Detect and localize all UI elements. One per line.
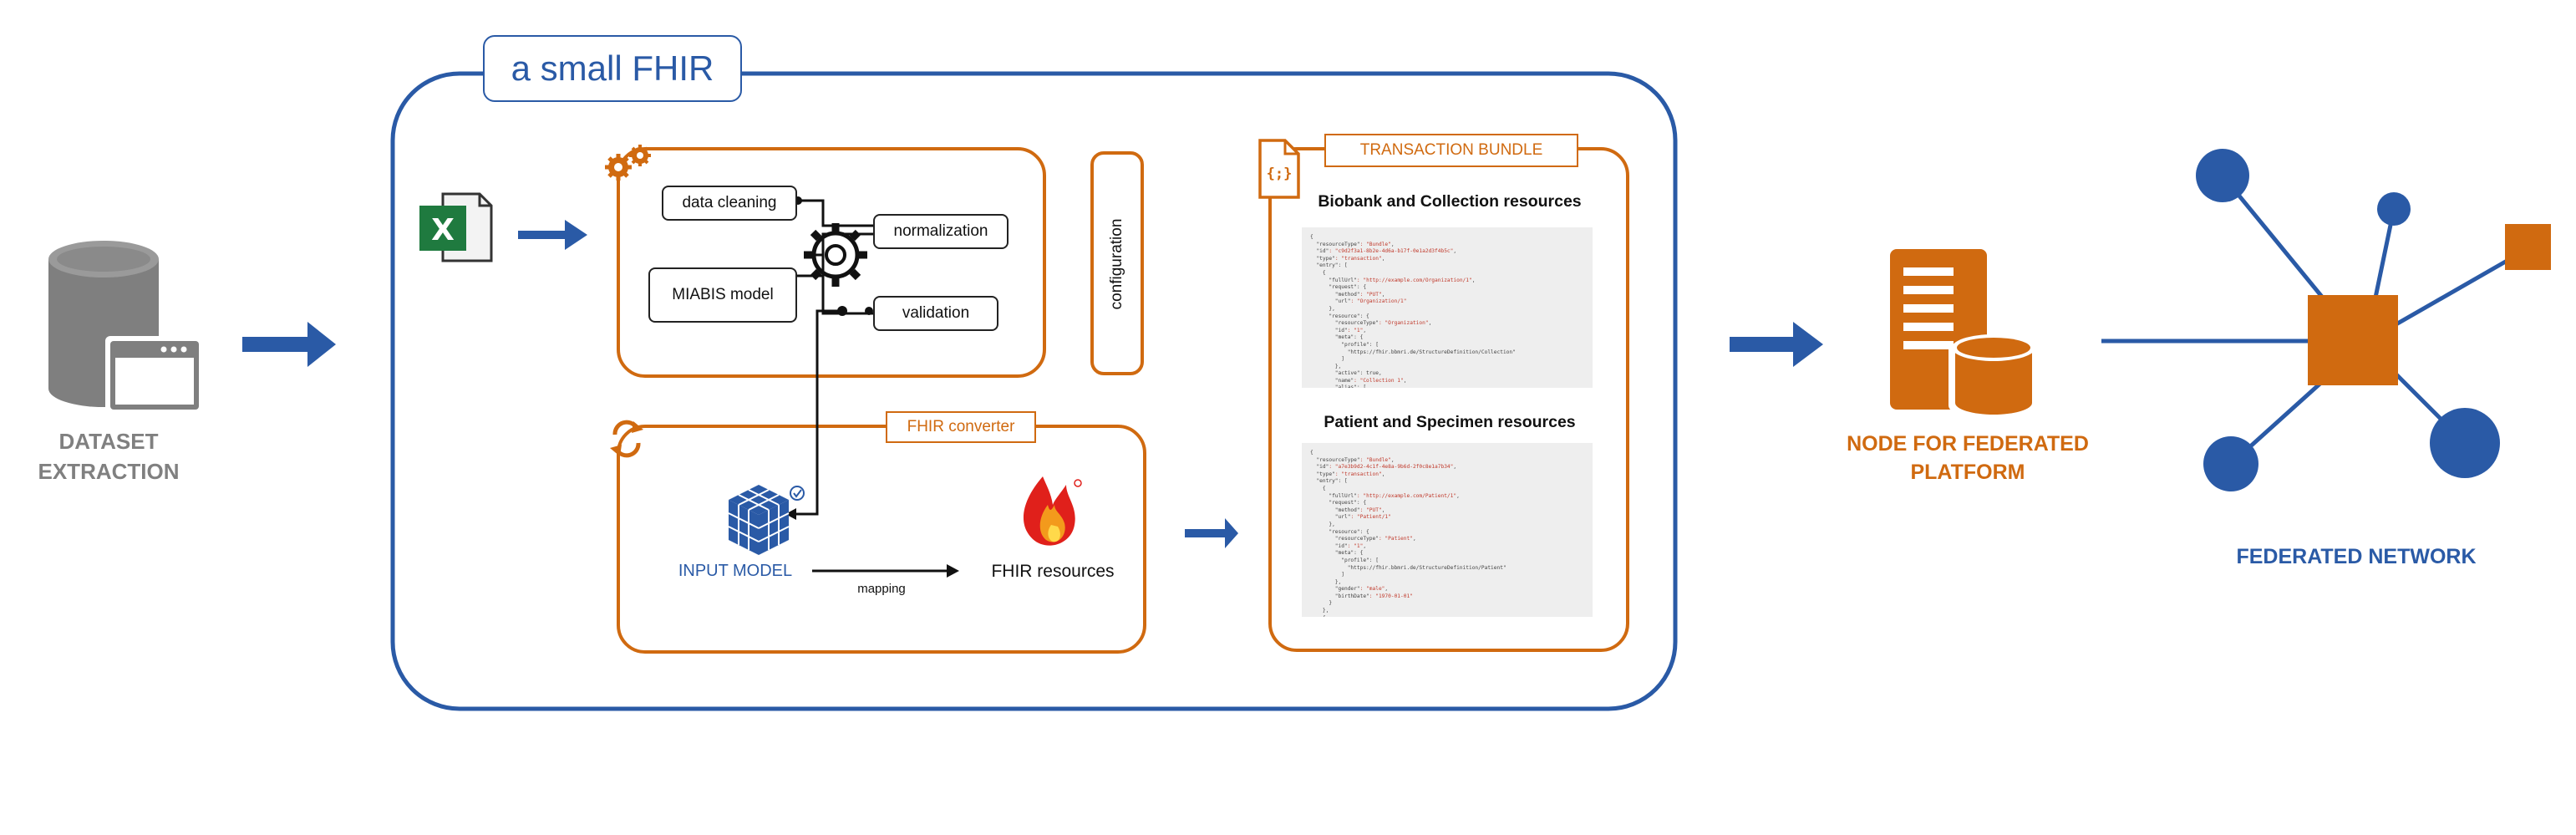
code-line: "resource": { bbox=[1310, 528, 1369, 535]
code-line: "alias": [ bbox=[1310, 384, 1367, 388]
code-line: { bbox=[1310, 615, 1584, 617]
code-line: }, bbox=[1310, 305, 1335, 312]
code-line: "type": "transaction", bbox=[1310, 255, 1385, 262]
code-line: "fullUrl": "http://example.com/Organizat… bbox=[1310, 277, 1476, 283]
biobank-json-code: { "resourceType": "Bundle", "id": "c9d2f… bbox=[1302, 227, 1593, 388]
network-graph-icon bbox=[2196, 149, 2551, 491]
fhir-flame-icon bbox=[1023, 476, 1082, 546]
code-line: "resourceType": "Patient", bbox=[1310, 536, 1416, 542]
federated-network-label: FEDERATED NETWORK bbox=[2236, 545, 2477, 568]
code-line: "id": "c9d2f3a1-8b2e-4d6a-b17f-0e1a2d3f4… bbox=[1310, 248, 1457, 255]
code-line: } bbox=[1310, 600, 1333, 607]
server-database-icon bbox=[1890, 249, 2039, 420]
code-line: { bbox=[1310, 450, 1313, 456]
code-line: "request": { bbox=[1310, 500, 1367, 507]
code-line: }, bbox=[1310, 608, 1329, 614]
code-line: ] bbox=[1310, 572, 1344, 578]
input-model-cube-icon bbox=[728, 485, 790, 555]
code-line: "id": "a7e3b9d2-4c1f-4e8a-9b6d-2f0c8e1a7… bbox=[1310, 464, 1457, 471]
biobank-resources-title: Biobank and Collection resources bbox=[1318, 192, 1582, 211]
svg-text:X: X bbox=[431, 213, 455, 247]
code-line: "https://fhir.bbmri.de/StructureDefiniti… bbox=[1310, 564, 1506, 571]
gears-icon bbox=[605, 145, 651, 181]
check-badge-icon bbox=[790, 486, 805, 501]
normalization-box: normalization bbox=[873, 214, 1009, 249]
database-window-icon bbox=[48, 241, 204, 415]
arrow-excel-to-processing bbox=[518, 220, 587, 250]
gear-icon bbox=[804, 223, 867, 287]
code-line: "method": "PUT", bbox=[1310, 291, 1385, 298]
svg-text:{;}: {;} bbox=[1267, 165, 1293, 182]
code-line: "gender": "male", bbox=[1310, 586, 1389, 593]
code-line: "entry": [ bbox=[1310, 478, 1348, 485]
code-line: "birthDate": "1970-01-01" bbox=[1310, 593, 1413, 599]
dataset-extraction-label: DATASET EXTRACTION bbox=[38, 429, 180, 484]
code-line: "resourceType": "Bundle", bbox=[1310, 241, 1395, 247]
json-file-icon: {;} bbox=[1258, 139, 1300, 199]
validation-box: validation bbox=[873, 296, 998, 331]
code-line: { bbox=[1310, 234, 1313, 240]
configuration-label: configuration bbox=[1108, 218, 1125, 310]
code-line: "id": "1", bbox=[1310, 542, 1367, 549]
pipeline-title: a small FHIR bbox=[483, 35, 742, 102]
code-line: "resource": { bbox=[1310, 313, 1369, 319]
code-line: "method": "PUT", bbox=[1310, 507, 1385, 513]
code-line: { bbox=[1310, 269, 1326, 276]
code-line: "url": "Patient/1" bbox=[1310, 514, 1391, 521]
code-line: "profile": [ bbox=[1310, 557, 1379, 563]
code-line: "fullUrl": "http://example.com/Patient/1… bbox=[1310, 492, 1460, 499]
fhir-converter-tag: FHIR converter bbox=[886, 411, 1036, 443]
data-cleaning-box: data cleaning bbox=[662, 186, 797, 221]
code-line: "url": "Organization/1" bbox=[1310, 298, 1407, 305]
code-line: "meta": { bbox=[1310, 334, 1364, 341]
miabis-model-box: MIABIS model bbox=[648, 267, 797, 323]
code-line: "request": { bbox=[1310, 284, 1367, 291]
code-line: ] bbox=[1310, 356, 1344, 363]
code-line: "name": "Collection 1", bbox=[1310, 377, 1407, 384]
configuration-box bbox=[1090, 151, 1144, 375]
transaction-bundle-tag: TRANSACTION BUNDLE bbox=[1324, 134, 1578, 167]
patient-json-code: { "resourceType": "Bundle", "id": "a7e3b… bbox=[1302, 443, 1593, 617]
code-line: "entry": [ bbox=[1310, 262, 1348, 269]
arrow-dataset-to-pipeline bbox=[242, 322, 336, 367]
code-line: }, bbox=[1310, 363, 1342, 369]
code-line: "resourceType": "Organization", bbox=[1310, 320, 1432, 327]
code-line: { bbox=[1310, 485, 1326, 491]
patient-resources-title: Patient and Specimen resources bbox=[1324, 413, 1576, 431]
code-line: "type": "transaction", bbox=[1310, 471, 1385, 477]
input-model-label: INPUT MODEL bbox=[678, 562, 793, 580]
code-line: "profile": [ bbox=[1310, 341, 1379, 348]
code-line: "id": "1", bbox=[1310, 327, 1367, 333]
converter-box bbox=[617, 425, 1146, 654]
mapping-label: mapping bbox=[857, 582, 906, 596]
code-line: "resourceType": "Bundle", bbox=[1310, 456, 1395, 463]
code-line: "active": true, bbox=[1310, 370, 1382, 377]
fhir-resources-label: FHIR resources bbox=[991, 562, 1115, 581]
code-line: }, bbox=[1310, 578, 1342, 585]
code-line: "https://fhir.bbmri.de/StructureDefiniti… bbox=[1310, 349, 1516, 355]
node-label: NODE FOR FEDERATED PLATFORM bbox=[1847, 432, 2089, 484]
excel-file-icon: X bbox=[419, 192, 493, 262]
processing-box bbox=[617, 147, 1046, 378]
a-small-fhir-container bbox=[390, 71, 1678, 711]
arrow-converter-to-bundle bbox=[1185, 518, 1238, 548]
code-line: }, bbox=[1310, 521, 1335, 527]
arrow-pipeline-to-node bbox=[1730, 322, 1823, 367]
code-line: "meta": { bbox=[1310, 550, 1364, 557]
